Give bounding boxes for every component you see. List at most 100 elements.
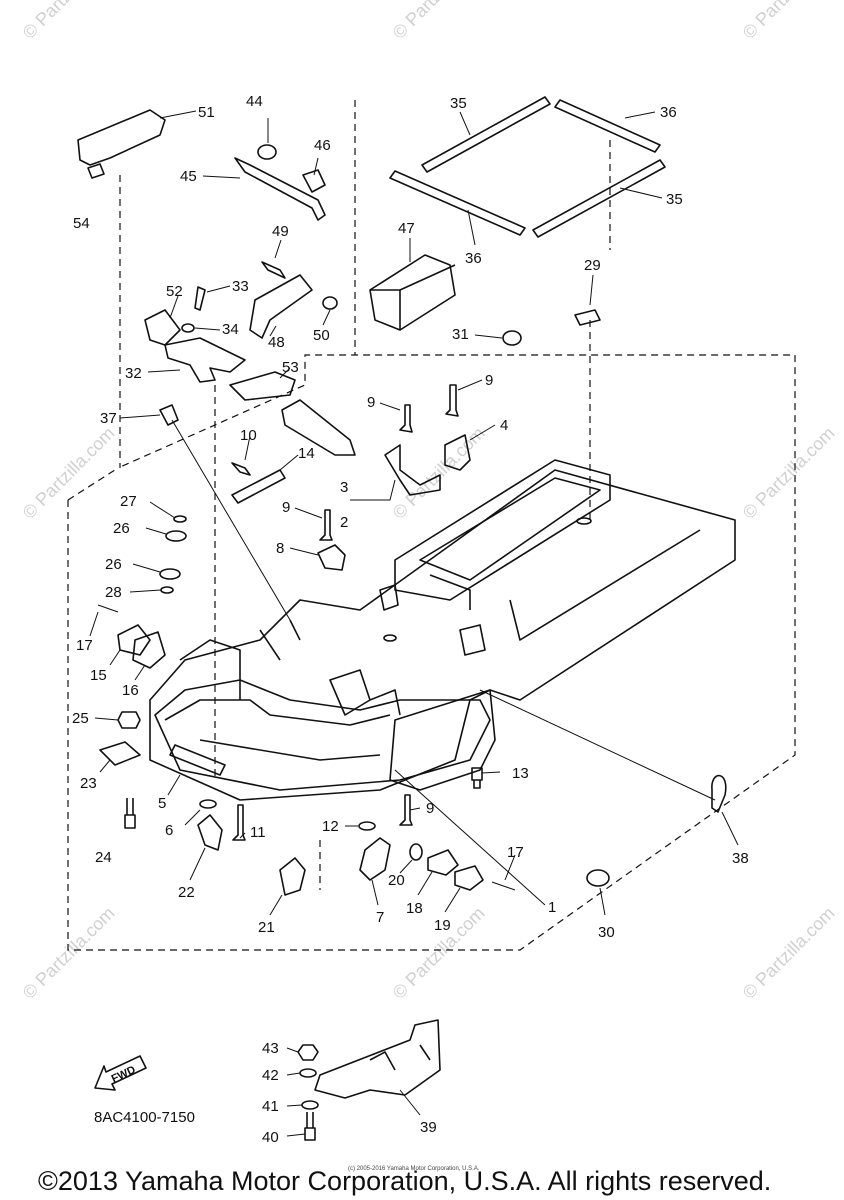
part-18 bbox=[427, 849, 459, 876]
part-9-rivet bbox=[319, 509, 333, 541]
part-35-rail bbox=[421, 96, 551, 173]
watermarks: © Partzilla.com © Partzilla.com © Partzi… bbox=[19, 0, 839, 1003]
part-5 bbox=[169, 744, 226, 776]
part-53 bbox=[229, 371, 296, 401]
part-label-37: 37 bbox=[100, 410, 117, 427]
part-label-27: 27 bbox=[120, 493, 137, 510]
part-26 bbox=[165, 530, 187, 542]
part-35-rail bbox=[389, 170, 526, 236]
part-label-30: 30 bbox=[598, 924, 615, 941]
part-16 bbox=[132, 631, 166, 669]
part-54 bbox=[87, 163, 105, 179]
part-label-33: 33 bbox=[232, 278, 249, 295]
part-17-screw bbox=[97, 604, 119, 613]
leader-2 bbox=[350, 479, 396, 501]
part-label-17: 17 bbox=[507, 844, 524, 861]
part-52 bbox=[144, 309, 181, 346]
part-label-1: 1 bbox=[548, 899, 556, 916]
part-label-46: 46 bbox=[314, 137, 331, 154]
part-15 bbox=[117, 624, 151, 656]
part-label-18: 18 bbox=[406, 900, 423, 917]
part-label-8: 8 bbox=[276, 540, 284, 557]
part-label-29: 29 bbox=[584, 257, 601, 274]
part-label-42: 42 bbox=[262, 1067, 279, 1084]
part-label-54: 54 bbox=[73, 215, 90, 232]
part-34 bbox=[181, 323, 195, 333]
part-38 bbox=[711, 774, 727, 813]
part-21 bbox=[279, 857, 306, 896]
watermark: © Partzilla.com bbox=[739, 0, 839, 43]
part-label-43: 43 bbox=[262, 1040, 279, 1057]
part-label-9: 9 bbox=[282, 499, 290, 516]
part-32 bbox=[164, 337, 246, 383]
part-45 bbox=[234, 157, 326, 221]
part-label-31: 31 bbox=[452, 326, 469, 343]
watermark: © Partzilla.com bbox=[739, 903, 839, 1003]
part-label-2: 2 bbox=[340, 514, 348, 531]
watermark: © Partzilla.com bbox=[19, 0, 119, 43]
part-label-9: 9 bbox=[367, 394, 375, 411]
part-51 bbox=[77, 109, 166, 166]
part-23 bbox=[99, 741, 141, 766]
part-3-bracket bbox=[281, 399, 356, 456]
part-31 bbox=[502, 330, 522, 346]
part-label-52: 52 bbox=[166, 283, 183, 300]
fwd-label: FWD bbox=[110, 1064, 138, 1085]
part-4 bbox=[444, 434, 471, 471]
part-label-47: 47 bbox=[398, 220, 415, 237]
part-label-21: 21 bbox=[258, 919, 275, 936]
leader-38 bbox=[479, 689, 716, 801]
part-25 bbox=[117, 711, 141, 729]
part-36-rail bbox=[532, 159, 666, 238]
part-label-10: 10 bbox=[240, 427, 257, 444]
part-9-rivet bbox=[399, 404, 413, 433]
small-copyright: (c) 2005-2016 Yamaha Motor Corporation, … bbox=[348, 1166, 480, 1172]
leader-37 bbox=[171, 419, 291, 621]
part-28 bbox=[160, 586, 174, 594]
part-17-screw bbox=[491, 881, 516, 891]
part-24 bbox=[124, 798, 136, 829]
part-label-38: 38 bbox=[732, 850, 749, 867]
part-label-51: 51 bbox=[198, 104, 215, 121]
part-label-14: 14 bbox=[298, 445, 315, 462]
part-48 bbox=[249, 274, 313, 339]
part-label-40: 40 bbox=[262, 1129, 279, 1146]
part-label-35: 35 bbox=[450, 95, 467, 112]
part-7 bbox=[359, 837, 391, 881]
part-label-50: 50 bbox=[313, 327, 330, 344]
part-47 bbox=[369, 254, 456, 331]
part-label-4: 4 bbox=[500, 417, 508, 434]
drawing-code: 8AC4100-7150 bbox=[94, 1109, 195, 1126]
part-22 bbox=[197, 814, 223, 851]
fwd-arrow-icon: FWD bbox=[94, 1055, 147, 1091]
part-2-bracket bbox=[384, 444, 441, 496]
part-label-19: 19 bbox=[434, 917, 451, 934]
part-9-rivet bbox=[445, 384, 459, 417]
leader-1 bbox=[394, 769, 546, 906]
part-label-36: 36 bbox=[660, 104, 677, 121]
inset-assembly bbox=[297, 1019, 441, 1141]
part-label-26: 26 bbox=[105, 556, 122, 573]
part-26 bbox=[159, 568, 181, 580]
part-10 bbox=[231, 462, 251, 476]
part-label-7: 7 bbox=[376, 909, 384, 926]
part-label-23: 23 bbox=[80, 775, 97, 792]
part-30 bbox=[586, 869, 610, 887]
part-label-13: 13 bbox=[512, 765, 529, 782]
copyright-notice: ©2013 Yamaha Motor Corporation, U.S.A. A… bbox=[38, 1166, 771, 1196]
leader-lines bbox=[89, 110, 739, 1137]
part-label-12: 12 bbox=[322, 818, 339, 835]
part-label-6: 6 bbox=[165, 822, 173, 839]
part-label-35: 35 bbox=[666, 191, 683, 208]
part-label-26: 26 bbox=[113, 520, 130, 537]
part-47-edges bbox=[370, 264, 456, 330]
part-46 bbox=[302, 169, 326, 193]
part-9-rivet bbox=[399, 794, 413, 826]
part-label-44: 44 bbox=[246, 93, 263, 110]
part-label-53: 53 bbox=[282, 359, 299, 376]
part-label-5: 5 bbox=[158, 795, 166, 812]
part-label-3: 3 bbox=[340, 479, 348, 496]
part-label-34: 34 bbox=[222, 321, 239, 338]
part-33 bbox=[194, 286, 206, 311]
